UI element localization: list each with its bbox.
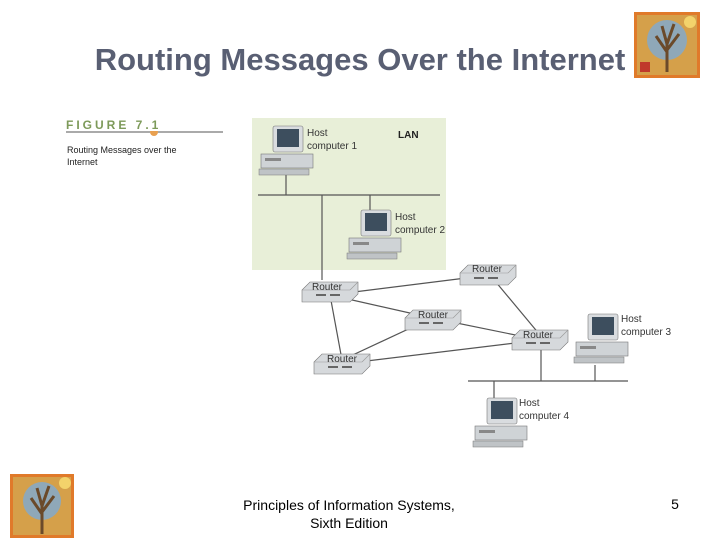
host4-label-line1: Host (519, 398, 540, 409)
host1-label-line1: Host (307, 128, 328, 139)
host2-label-line1: Host (395, 212, 416, 223)
page-number: 5 (671, 496, 679, 512)
router-3-label: Router (418, 310, 449, 321)
footer-line-1: Principles of Information Systems, (243, 497, 455, 513)
lan-label: LAN (398, 130, 419, 141)
caption-line-1: Routing Messages over the (67, 145, 177, 155)
footer: Principles of Information Systems, Sixth… (210, 496, 488, 532)
figure-caption: Routing Messages over the Internet (67, 144, 207, 168)
router-1-label: Router (312, 282, 343, 293)
caption-rule (66, 131, 223, 136)
router-2-label: Router (472, 264, 503, 275)
slide-title: Routing Messages Over the Internet (94, 42, 626, 77)
router-4-label: Router (523, 330, 554, 341)
host2-label-line2: computer 2 (395, 225, 445, 236)
host-computer-3 (573, 313, 629, 364)
figure-number: FIGURE 7.1 (66, 118, 162, 132)
caption-line-2: Internet (67, 157, 98, 167)
tree-logo-icon (634, 12, 700, 78)
footer-line-2: Sixth Edition (310, 515, 388, 531)
tree-logo-icon (10, 474, 74, 538)
host3-label-line1: Host (621, 314, 642, 325)
host3-label-line2: computer 3 (621, 327, 671, 338)
host1-label-line2: computer 1 (307, 141, 357, 152)
router-5-label: Router (327, 354, 358, 365)
host4-label-line2: computer 4 (519, 411, 569, 422)
